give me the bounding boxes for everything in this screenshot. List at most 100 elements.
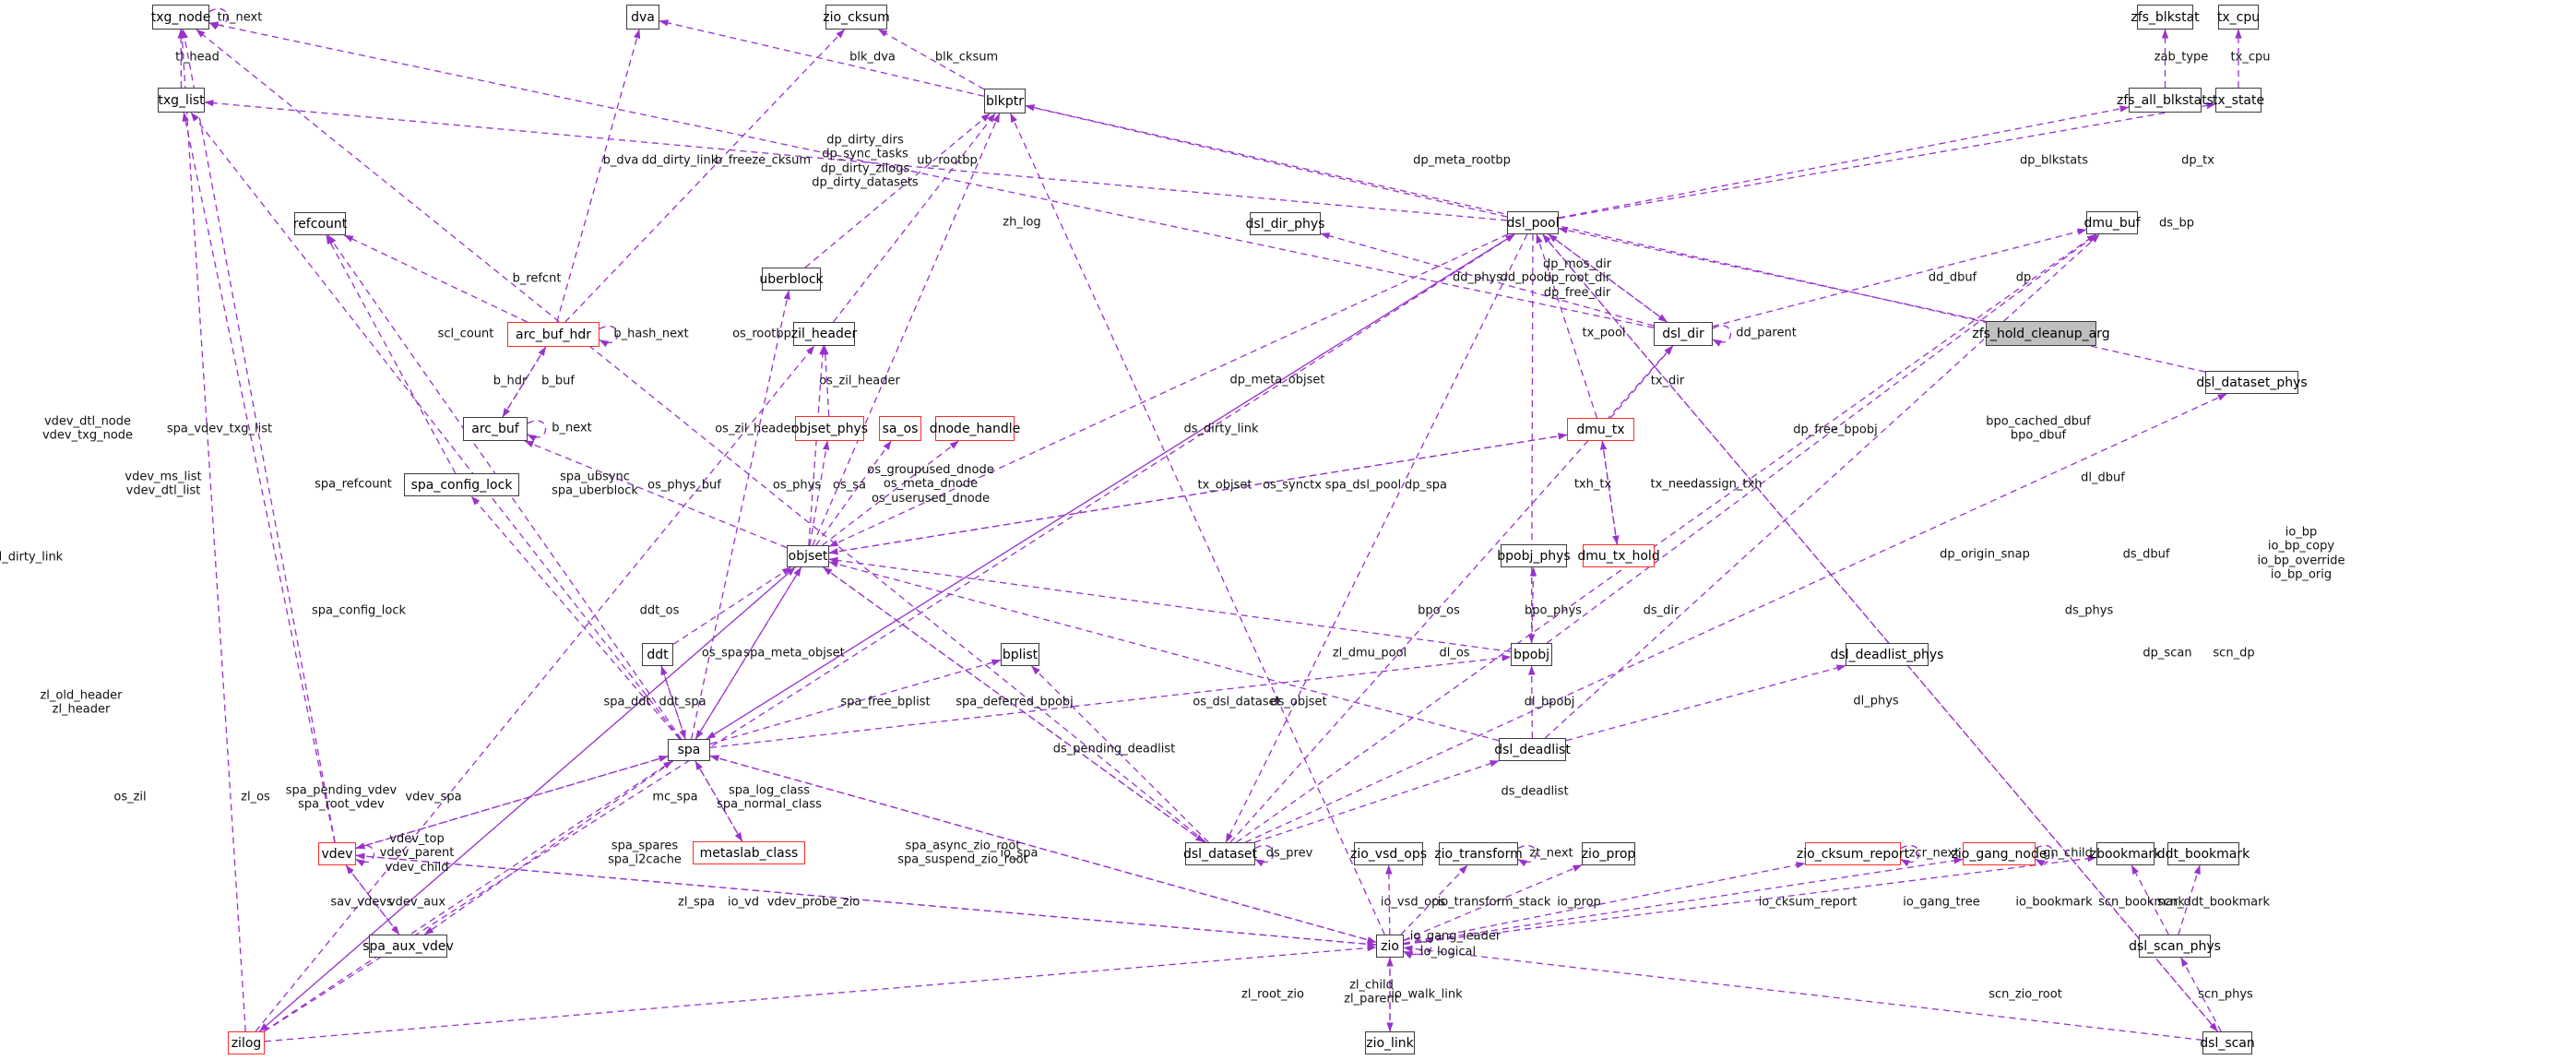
- edge-dsl_dir-dsl_dir_phys: [1320, 232, 1655, 327]
- node-dsl_pool[interactable]: dsl_pool: [1507, 211, 1560, 234]
- node-bpobj_phys[interactable]: bpobj_phys: [1497, 544, 1571, 567]
- edge-dsl_dataset-dsl_deadlist: [1254, 760, 1500, 843]
- node-dsl_dir_phys[interactable]: dsl_dir_phys: [1246, 212, 1324, 235]
- edge-objset-objset_phys: [809, 440, 830, 546]
- node-bpobj[interactable]: bpobj: [1511, 643, 1552, 666]
- node-refcount[interactable]: refcount: [293, 212, 347, 235]
- edge-dsl_pool-zfs_all_blkstats: [1558, 105, 2130, 219]
- edge-spa-vdev: [355, 756, 669, 850]
- edge-zilog-spa: [263, 760, 673, 1032]
- node-zio_transform[interactable]: zio_transform: [1434, 842, 1523, 865]
- node-arc_buf[interactable]: arc_buf: [463, 417, 528, 441]
- edge-dsl_pool-dsl_dir: [1548, 233, 1668, 323]
- node-dmu_tx[interactable]: dmu_tx: [1567, 418, 1634, 441]
- edge-dmu_tx-dsl_dir: [1609, 345, 1674, 419]
- node-zbookmark[interactable]: zbookmark: [2090, 842, 2161, 865]
- edge-dsl_scan-dsl_pool: [1542, 233, 2218, 1032]
- edge-dmu_tx_hold-dmu_tx: [1599, 440, 1618, 545]
- node-zilog[interactable]: zilog: [228, 1031, 265, 1054]
- node-txg_node[interactable]: txg_node: [151, 5, 210, 30]
- node-sa_os[interactable]: sa_os: [879, 416, 921, 441]
- node-objset_phys[interactable]: objset_phys: [791, 416, 868, 441]
- edge-vdev-txg_node: [181, 29, 336, 843]
- edge-zio_gang_node-zio_gang_node: [2035, 845, 2055, 867]
- node-dsl_deadlist[interactable]: dsl_deadlist: [1494, 738, 1571, 761]
- edge-dsl_dataset-bplist: [1031, 665, 1209, 843]
- edge-zio-zio_gang_node: [1403, 857, 1964, 945]
- edge-zio-zio_transform: [1400, 864, 1468, 935]
- edge-zfs_hold_cleanup_arg-dsl_pool: [1558, 227, 1987, 323]
- node-zio[interactable]: zio: [1376, 935, 1404, 958]
- node-zio_vsd_ops[interactable]: zio_vsd_ops: [1350, 842, 1427, 865]
- node-dsl_dataset[interactable]: dsl_dataset: [1183, 842, 1257, 865]
- node-zfs_all_blkstats[interactable]: zfs_all_blkstats: [2117, 88, 2214, 113]
- edge-arc_buf-arc_buf: [527, 420, 547, 442]
- edge-vdev-spa_aux_vdev: [345, 864, 400, 935]
- node-dsl_deadlist_phys[interactable]: dsl_deadlist_phys: [1831, 643, 1943, 666]
- edge-arc_buf_hdr-arc_buf: [502, 346, 547, 418]
- node-zio_prop[interactable]: zio_prop: [1582, 842, 1635, 865]
- node-uberblock[interactable]: uberblock: [759, 268, 824, 291]
- node-bplist[interactable]: bplist: [1001, 643, 1039, 666]
- node-tx_cpu[interactable]: tx_cpu: [2217, 5, 2260, 30]
- edge-dsl_scan_phys-ddt_bookmark: [2178, 864, 2201, 935]
- edge-zio_transform-zio_transform: [1517, 845, 1537, 867]
- edge-zio-blkptr: [1010, 113, 1385, 935]
- edge-arc_buf_hdr-dva: [556, 29, 641, 323]
- edge-bpobj-objset: [828, 556, 1512, 653]
- edge-zio-spa: [709, 755, 1377, 943]
- node-ddt_bookmark[interactable]: ddt_bookmark: [2157, 842, 2250, 865]
- node-dsl_scan[interactable]: dsl_scan: [2200, 1031, 2255, 1054]
- edge-vdev-zio: [355, 854, 1377, 948]
- node-ddt[interactable]: ddt: [642, 643, 673, 666]
- node-spa[interactable]: spa: [668, 739, 710, 761]
- node-objset[interactable]: objset: [787, 545, 829, 567]
- edge-dmu_tx-dmu_tx_hold: [1601, 440, 1620, 545]
- node-dsl_dir[interactable]: dsl_dir: [1654, 322, 1713, 346]
- edge-dmu_tx-dsl_pool: [1536, 233, 1598, 419]
- node-zio_cksum_report[interactable]: zio_cksum_report: [1797, 842, 1909, 865]
- node-zio_link[interactable]: zio_link: [1365, 1031, 1415, 1054]
- edge-zio-zio_cksum_report: [1403, 862, 1806, 945]
- node-metaslab_class[interactable]: metaslab_class: [693, 841, 805, 864]
- edge-bpobj-bpobj_phys: [1529, 566, 1537, 644]
- node-dmu_buf[interactable]: dmu_buf: [2083, 211, 2141, 234]
- edge-zio_cksum_report-zio_cksum_report: [1900, 845, 1920, 867]
- edge-dsl_pool-txg_list: [204, 99, 1508, 221]
- edge-dmu_tx-objset: [828, 434, 1568, 555]
- edge-dsl_dataset-objset: [823, 566, 1205, 843]
- edge-ddt-objset: [672, 566, 792, 645]
- node-zfs_hold_cleanup_arg[interactable]: zfs_hold_cleanup_arg: [1972, 321, 2110, 346]
- node-spa_aux_vdev[interactable]: spa_aux_vdev: [362, 935, 454, 958]
- node-dsl_dataset_phys[interactable]: dsl_dataset_phys: [2196, 371, 2308, 394]
- node-arc_buf_hdr[interactable]: arc_buf_hdr: [507, 322, 599, 347]
- node-txg_list[interactable]: txg_list: [158, 88, 205, 113]
- node-zio_gang_node[interactable]: zio_gang_node: [1952, 842, 2047, 865]
- edge-zio-zbookmark: [1403, 854, 2097, 946]
- edge-objset-blkptr: [812, 113, 1001, 546]
- edge-spa-bpobj: [709, 654, 1512, 749]
- edge-dsl_dataset-dmu_buf: [1236, 233, 2096, 843]
- edge-dsl_pool-bpobj: [1527, 233, 1536, 644]
- node-dnode_handle[interactable]: dnode_handle: [930, 416, 1020, 441]
- node-tx_state[interactable]: tx_state: [2213, 88, 2264, 113]
- edge-dsl_deadlist-objset: [828, 561, 1500, 742]
- edge-zilog-objset: [259, 566, 796, 1032]
- edge-spa-txg_list: [190, 112, 682, 740]
- edge-uberblock-blkptr: [804, 113, 991, 268]
- node-vdev[interactable]: vdev: [318, 842, 356, 865]
- node-spa_config_lock[interactable]: spa_config_lock: [404, 473, 519, 496]
- node-zfs_blkstat[interactable]: zfs_blkstat: [2131, 5, 2200, 30]
- node-dsl_scan_phys[interactable]: dsl_scan_phys: [2129, 935, 2221, 958]
- edge-zilog-zil_header: [255, 345, 815, 1032]
- edge-vdev-spa: [355, 755, 669, 850]
- node-dmu_tx_hold[interactable]: dmu_tx_hold: [1577, 544, 1660, 567]
- node-blkptr[interactable]: blkptr: [984, 89, 1026, 113]
- edge-dsl_dir-dsl_dir: [1712, 325, 1732, 347]
- edge-bpobj-dmu_buf: [1546, 233, 2097, 644]
- node-zil_header[interactable]: zil_header: [791, 322, 857, 346]
- edge-dsl_pool-blkptr: [1025, 104, 1508, 218]
- edge-arc_buf_hdr-refcount: [343, 234, 528, 323]
- node-dva[interactable]: dva: [626, 5, 659, 30]
- node-zio_cksum[interactable]: zio_cksum: [823, 5, 890, 30]
